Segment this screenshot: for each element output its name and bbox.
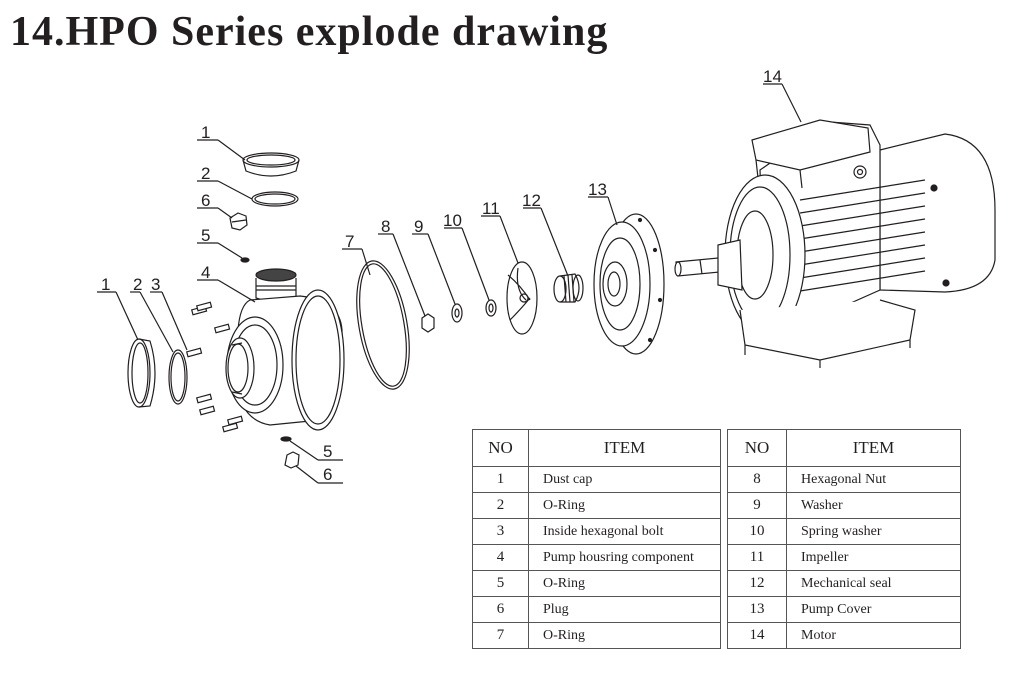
callout-14: 14 — [763, 67, 782, 86]
part-no: 5 — [472, 570, 529, 597]
part-hex-nut — [421, 313, 435, 333]
part-dust-cap-top — [242, 152, 300, 177]
callout-4: 4 — [201, 263, 210, 282]
part-o-ring-left — [168, 349, 188, 405]
part-mechanical-seal — [553, 273, 584, 303]
part-item: Hexagonal Nut — [786, 466, 961, 493]
part-dust-cap-left — [127, 338, 156, 408]
part-spring-washer — [485, 299, 497, 317]
part-no: 9 — [727, 492, 787, 519]
header-item: ITEM — [528, 429, 721, 467]
motor-fins — [799, 179, 926, 292]
part-no: 14 — [727, 622, 787, 649]
callout-12: 12 — [522, 191, 541, 210]
part-item: O-Ring — [528, 570, 721, 597]
callout-6-top: 6 — [201, 191, 210, 210]
part-no: 1 — [472, 466, 529, 493]
callout-11: 11 — [482, 199, 500, 218]
part-o-ring-top — [251, 191, 299, 207]
part-no: 2 — [472, 492, 529, 519]
part-no: 8 — [727, 466, 787, 493]
part-plug-top — [229, 212, 248, 231]
part-item: Pump Cover — [786, 596, 961, 623]
part-no: 3 — [472, 518, 529, 545]
part-no: 6 — [472, 596, 529, 623]
header-no: NO — [472, 429, 529, 467]
callout-2-top: 2 — [201, 164, 210, 183]
part-no: 7 — [472, 622, 529, 649]
part-bolts — [185, 301, 244, 433]
callout-5-bottom: 5 — [323, 442, 332, 461]
callout-9: 9 — [414, 217, 423, 236]
part-no: 13 — [727, 596, 787, 623]
part-item: Motor — [786, 622, 961, 649]
part-item: Spring washer — [786, 518, 961, 545]
part-item: Pump housring component — [528, 544, 721, 571]
part-pump-cover — [593, 213, 665, 355]
part-no: 12 — [727, 570, 787, 597]
callout-1-top: 1 — [201, 123, 210, 142]
part-motor — [674, 119, 996, 368]
part-no: 11 — [727, 544, 787, 571]
header-no: NO — [727, 429, 787, 467]
part-item: O-Ring — [528, 622, 721, 649]
header-item: ITEM — [786, 429, 961, 467]
part-large-o-ring — [356, 260, 410, 390]
part-pump-housing — [225, 268, 345, 431]
callout-7: 7 — [345, 232, 354, 251]
part-small-o-ring-top — [240, 257, 250, 263]
page-title: 14.HPO Series explode drawing — [10, 9, 609, 55]
part-item: Dust cap — [528, 466, 721, 493]
callout-6-bottom: 6 — [323, 465, 332, 484]
part-item: O-Ring — [528, 492, 721, 519]
part-no: 10 — [727, 518, 787, 545]
table-header-row: NO ITEM — [727, 429, 961, 467]
part-item: Mechanical seal — [786, 570, 961, 597]
callout-5-top: 5 — [201, 226, 210, 245]
part-item: Plug — [528, 596, 721, 623]
callout-8: 8 — [381, 217, 390, 236]
callout-3: 3 — [151, 275, 160, 294]
callout-2-left: 2 — [133, 275, 142, 294]
callout-13: 13 — [588, 180, 607, 199]
part-washer — [451, 303, 463, 323]
part-small-o-ring-bottom — [280, 436, 292, 442]
part-item: Impeller — [786, 544, 961, 571]
callout-10: 10 — [443, 211, 462, 230]
part-item: Washer — [786, 492, 961, 519]
table-header-row: NO ITEM — [472, 429, 721, 467]
callout-1-left: 1 — [101, 275, 110, 294]
part-item: Inside hexagonal bolt — [528, 518, 721, 545]
part-no: 4 — [472, 544, 529, 571]
part-impeller — [506, 261, 538, 335]
part-plug-bottom — [284, 451, 300, 469]
